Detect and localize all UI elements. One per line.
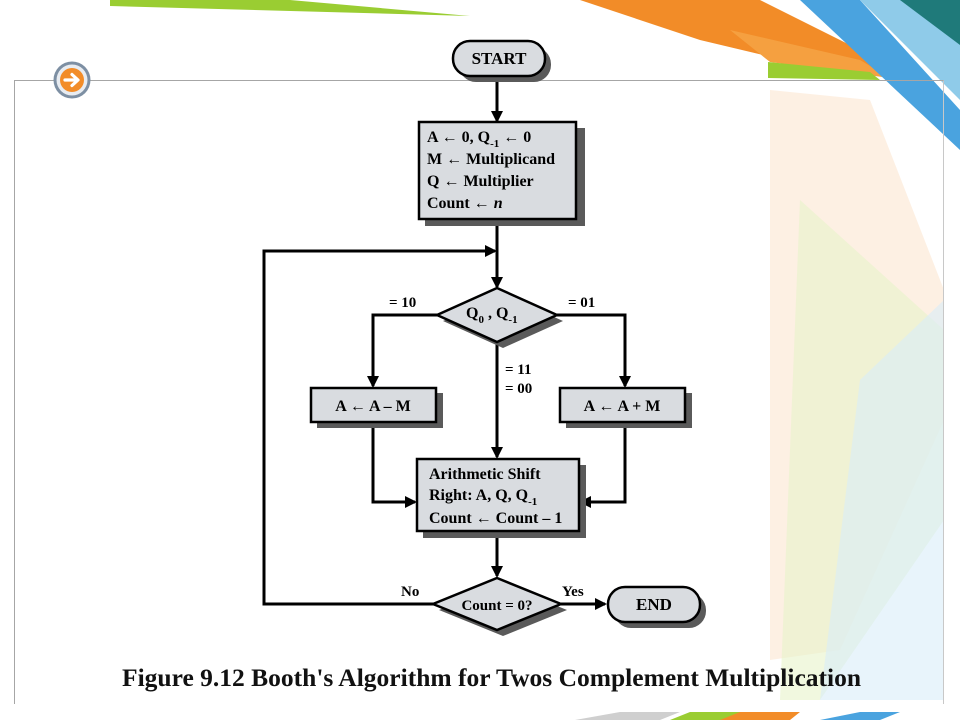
end-node: END — [606, 585, 706, 628]
bottom-blue-stripe — [820, 712, 900, 720]
arrow-add-to-shift — [579, 423, 627, 508]
top-orange-strip — [730, 30, 890, 78]
arrow-loop-back — [262, 245, 497, 606]
init-line-1: A ← 0, Q-1 ← 0 — [427, 129, 531, 150]
corner-teal — [900, 0, 960, 45]
arrow-subtract-to-shift — [371, 423, 417, 508]
top-green-stripe — [110, 0, 470, 16]
shift-node: Arithmetic Shift Right: A, Q, Q-1 Count … — [415, 457, 586, 538]
start-label: START — [472, 49, 527, 68]
add-node: A ← A + M — [558, 386, 692, 428]
bottom-orange-stripe — [720, 712, 800, 720]
start-node: START — [451, 39, 551, 82]
init-line-4: Count ← n — [427, 195, 503, 212]
add-label: A ← A + M — [584, 398, 661, 415]
arrow-decision-left — [367, 313, 438, 388]
no-label: No — [401, 584, 419, 600]
right-faint-blue — [820, 300, 944, 700]
shift-line-2: Right: A, Q, Q-1 — [429, 487, 537, 508]
subtract-label: A ← A – M — [335, 398, 411, 415]
yes-label: Yes — [562, 584, 584, 600]
init-line-3: Q ← Multiplier — [427, 173, 534, 190]
arrow-right-circle-icon[interactable] — [52, 60, 92, 100]
decision-count-zero: Count = 0? — [429, 576, 567, 636]
decision-q-label: Q0 , Q-1 — [466, 305, 518, 326]
subtract-node: A ← A – M — [309, 386, 443, 428]
init-line-2: M ← Multiplicand — [427, 151, 555, 168]
branch-label-01: = 01 — [568, 295, 595, 311]
decision-count-label: Count = 0? — [461, 598, 532, 614]
bottom-gray-stripe — [575, 712, 680, 720]
branch-label-00: = 00 — [505, 381, 532, 397]
init-node: A ← 0, Q-1 ← 0 M ← Multiplicand Q ← Mult… — [417, 120, 585, 226]
decision-q0-q-1: Q0 , Q-1 — [433, 286, 563, 348]
branch-label-10: = 10 — [389, 295, 416, 311]
branch-label-11: = 11 — [505, 362, 531, 378]
top-green-band — [768, 62, 880, 80]
arrow-decision-right — [557, 313, 631, 388]
shift-line-3: Count ← Count – 1 — [429, 510, 562, 527]
corner-blue — [800, 0, 960, 150]
connectors — [262, 77, 631, 610]
shift-line-1: Arithmetic Shift — [429, 466, 541, 483]
figure-caption: Figure 9.12 Booth's Algorithm for Twos C… — [122, 663, 862, 692]
end-label: END — [636, 595, 672, 614]
